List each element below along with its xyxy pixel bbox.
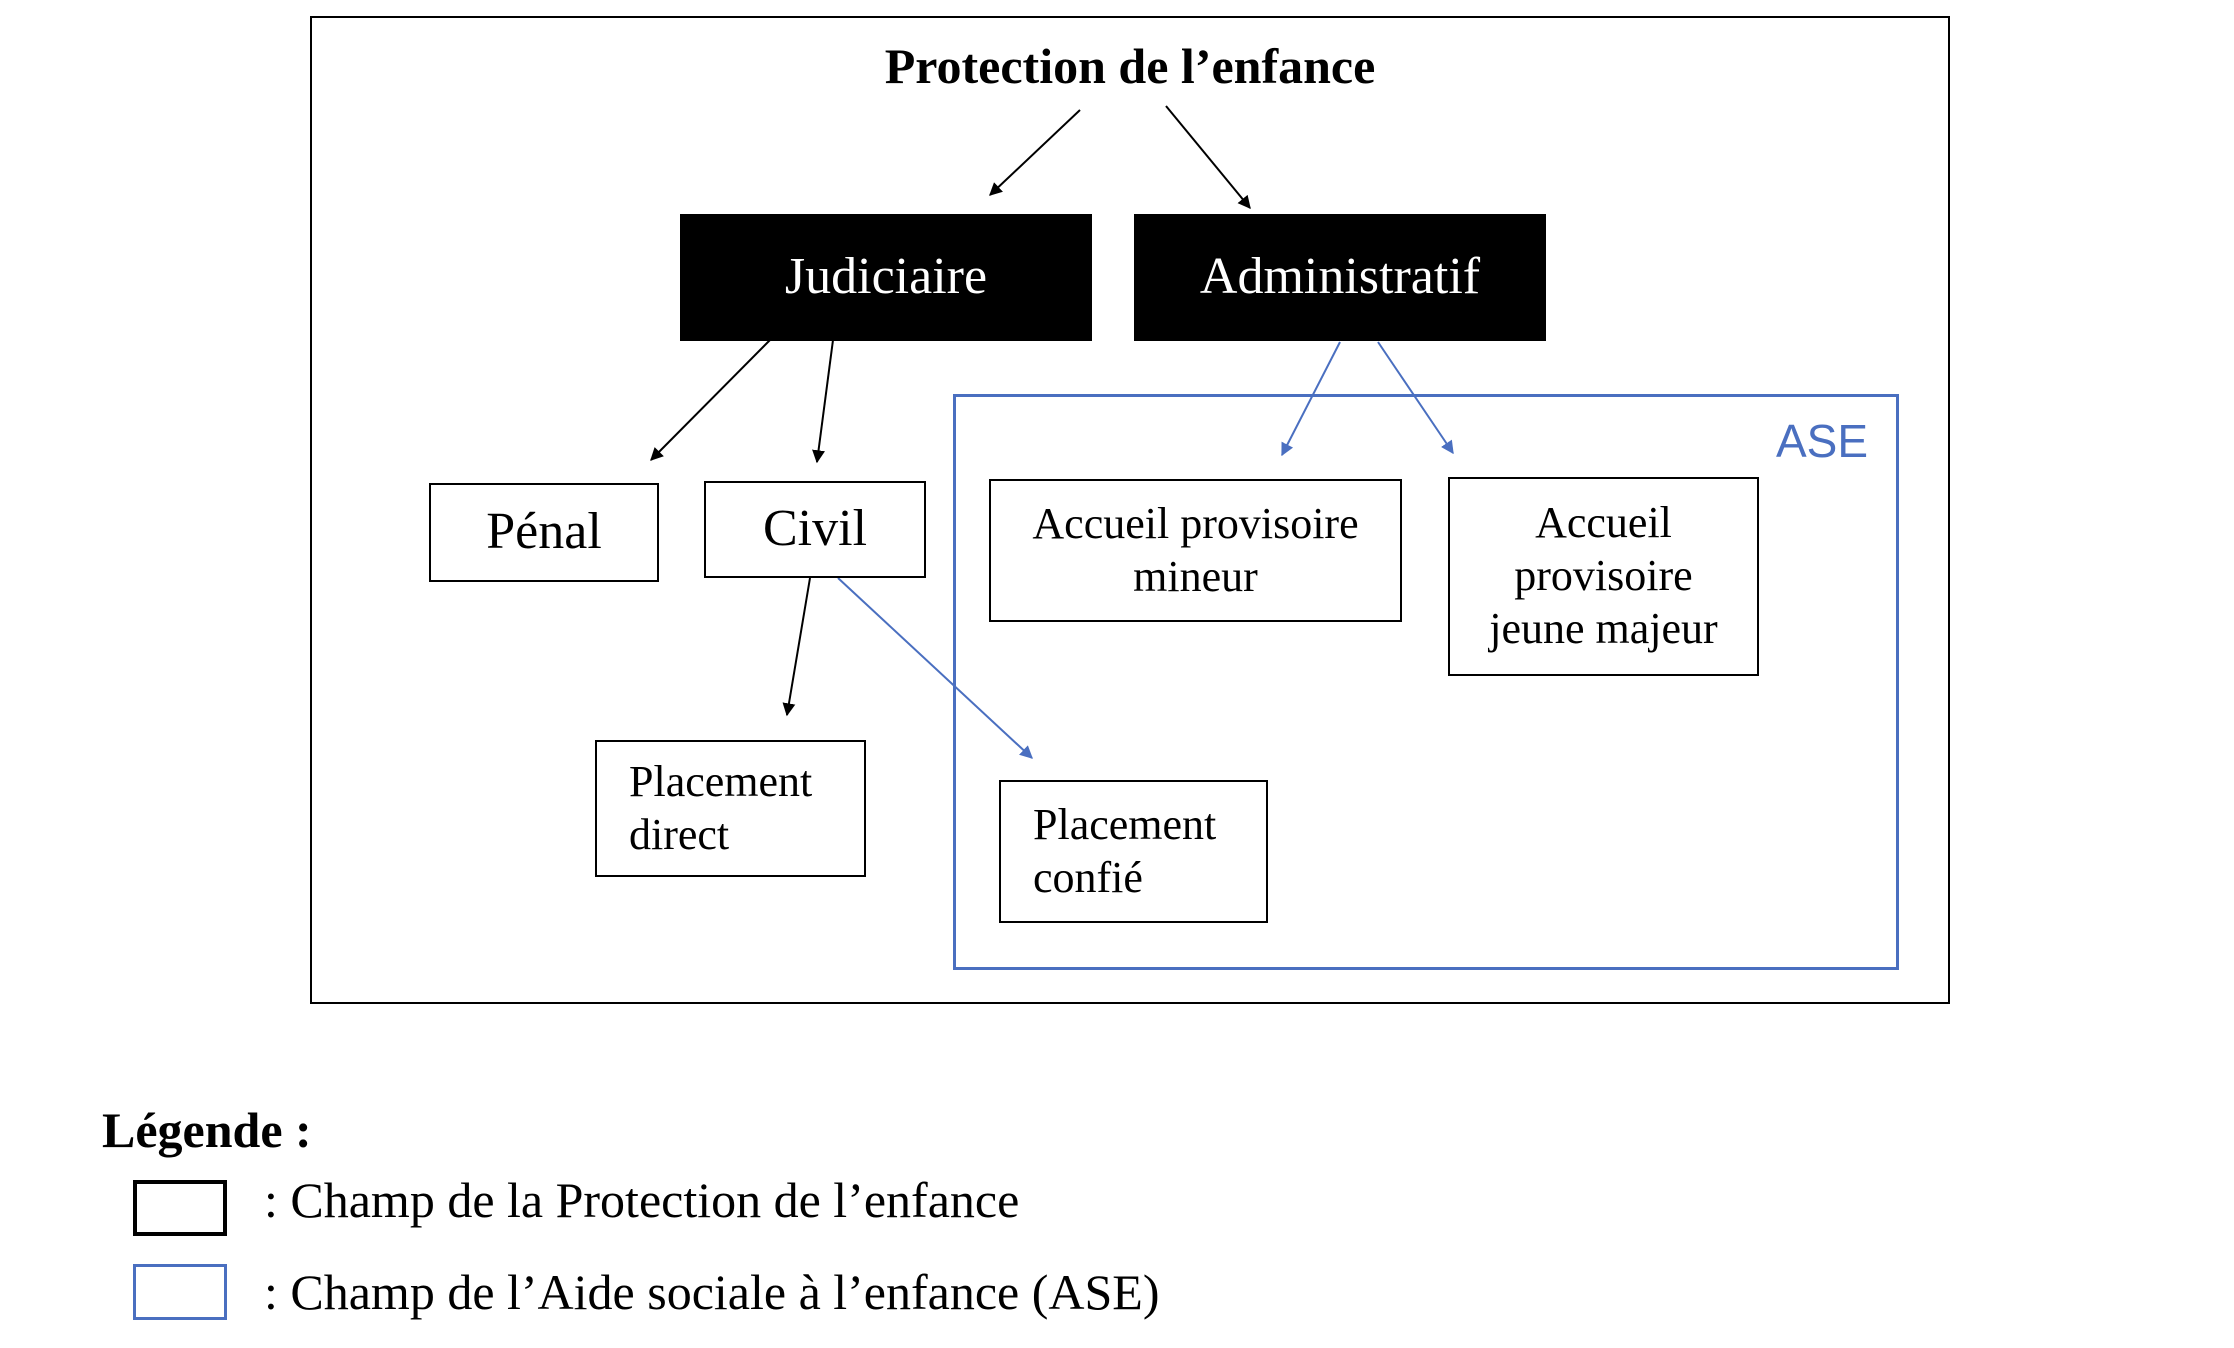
node-accueil-provisoire-jeune-majeur: Accueil provisoire jeune majeur [1448,477,1759,676]
legend-text-ase: : Champ de l’Aide sociale à l’enfance (A… [264,1264,1160,1320]
arrow-protection-to-administratif [1165,105,1251,210]
node-administratif: Administratif [1134,214,1546,341]
node-civil-label: Civil [762,500,868,558]
arrow-civil-to-placement-confie [837,577,1033,759]
node-judiciaire: Judiciaire [680,214,1092,341]
arrow-protection-to-judiciaire [989,109,1081,196]
ase-label: ASE [1776,415,1869,467]
ase-frame [953,394,1899,970]
node-accueil-provisoire-jeune-majeur-label: Accueil provisoire jeune majeur [1489,498,1718,653]
protection-enfance-frame [310,16,1950,1004]
legend-swatch-ase [133,1264,227,1320]
legend-swatch-protection [133,1180,227,1236]
arrow-civil-to-placement-direct [782,577,811,717]
arrow-administratif-to-accueil-jeune-majeur [1377,341,1454,455]
node-penal-label: Pénal [486,503,602,561]
node-placement-direct-label: Placement direct [629,756,813,859]
node-administratif-label: Administratif [1199,248,1481,306]
node-placement-confie: Placement confié [999,780,1268,923]
arrow-judiciaire-to-civil [812,339,834,464]
node-penal: Pénal [429,483,659,582]
node-accueil-provisoire-mineur: Accueil provisoire mineur [989,479,1402,622]
arrow-judiciaire-to-penal [650,339,771,461]
node-placement-direct: Placement direct [595,740,866,877]
arrow-administratif-to-accueil-mineur [1281,341,1341,457]
legend-text-protection: : Champ de la Protection de l’enfance [264,1172,1020,1228]
legend-title: Légende : [102,1102,312,1158]
node-civil: Civil [704,481,926,578]
node-judiciaire-label: Judiciaire [784,248,988,306]
diagram-title: Protection de l’enfance [884,38,1376,94]
node-accueil-provisoire-mineur-label: Accueil provisoire mineur [1032,498,1359,601]
node-placement-confie-label: Placement confié [1033,799,1217,902]
